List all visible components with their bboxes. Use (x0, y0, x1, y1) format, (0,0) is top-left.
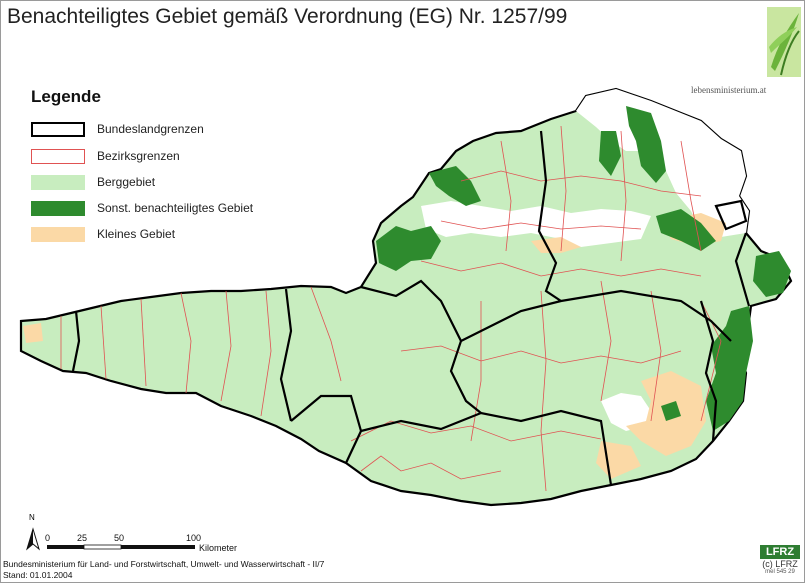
disadvantaged-area-burgenland (706, 306, 753, 431)
state-border-salzburg-upper (360, 279, 482, 414)
district-borders (60, 125, 722, 492)
legend-swatch-other-disadvantaged (31, 200, 85, 216)
lfrz-copyright: (c) LFRZ (762, 559, 798, 569)
legend-item-other-disadvantaged: Sonst. benachteiligtes Gebiet (31, 199, 253, 217)
state-border-east-tyrol (290, 394, 363, 464)
district-line-7 (310, 286, 342, 382)
north-label: N (29, 513, 35, 522)
state-border-styria-north (460, 289, 732, 342)
state-border-styria-east (699, 300, 718, 442)
legend-item-mountain-area: Berggebiet (31, 173, 155, 191)
leaf-logo-icon (767, 7, 801, 77)
unclassified-area-danube (421, 201, 651, 247)
north-arrow-icon (26, 527, 40, 551)
district-line-16 (500, 140, 512, 252)
scale-tick-50: 50 (114, 533, 125, 543)
footer-date: Stand: 01.01.2004 (3, 570, 73, 580)
district-line-17 (560, 125, 567, 252)
legend-item-state-borders: Bundeslandgrenzen (31, 120, 204, 138)
state-border-carinthia (360, 409, 613, 486)
district-line-12 (600, 280, 612, 402)
district-line-3 (140, 298, 147, 387)
legend-label-district-borders: Bezirksgrenzen (97, 149, 180, 163)
state-border-upper-lower (537, 130, 562, 302)
austria-outline (19, 87, 793, 507)
lfrz-note: mel 545 29 (765, 569, 795, 575)
disadvantaged-area-north-strip (599, 131, 621, 176)
legend-swatch-small-area (31, 226, 85, 242)
scale-tick-0: 0 (45, 533, 51, 543)
legend-item-small-area: Kleines Gebiet (31, 225, 175, 243)
disadvantaged-area-muhlviertel (429, 166, 481, 206)
other-disadvantaged-areas (376, 106, 791, 431)
district-line-13 (650, 290, 662, 422)
map-title: Benachteiligtes Gebiet gemäß Verordnung … (7, 5, 568, 28)
small-area-south (596, 441, 641, 479)
scale-tick-100: 100 (186, 533, 202, 543)
district-line-19 (680, 140, 702, 252)
district-line-10 (470, 301, 482, 442)
state-borders (71, 130, 751, 486)
district-line-4 (180, 292, 192, 394)
scale-bar (47, 544, 195, 550)
district-line-9 (400, 345, 682, 364)
legend-item-district-borders: Bezirksgrenzen (31, 147, 180, 165)
state-border-vienna (714, 199, 748, 231)
scale-unit: Kilometer (199, 543, 238, 553)
district-line-18 (620, 130, 627, 262)
district-line-22 (360, 455, 502, 480)
lfrz-logo: LFRZ (760, 545, 800, 559)
footer-source: Bundesministerium für Land- und Forstwir… (3, 559, 325, 569)
disadvantaged-area-burgenland-north (753, 251, 791, 297)
district-line-14 (460, 170, 702, 197)
unclassified-area-southeast (601, 393, 651, 431)
lfrz-logo-block: LFRZ (c) LFRZ mel 545 29 (760, 545, 800, 576)
district-line-11 (540, 290, 547, 492)
state-border-vorarlberg (71, 310, 81, 372)
legend-swatch-district-borders (31, 148, 85, 164)
small-area-west (23, 323, 43, 343)
district-line-15 (440, 220, 642, 230)
district-line-5 (220, 290, 232, 402)
disadvantaged-area-southeast-small (661, 401, 681, 421)
legend-label-other-disadvantaged: Sonst. benachteiligtes Gebiet (97, 201, 254, 215)
legend-swatch-mountain-area (31, 174, 85, 190)
scale-tick-25: 25 (77, 533, 88, 543)
state-border-tyrol-salzburg (279, 288, 293, 422)
disadvantaged-area-lower-austria (656, 209, 716, 251)
disadvantaged-area-innviertel (376, 226, 441, 271)
legend-title: Legende (31, 87, 101, 106)
district-line-6 (260, 290, 272, 417)
district-line-20 (420, 260, 702, 277)
legend-label-small-area: Kleines Gebiet (97, 227, 176, 241)
state-border-burgenland (734, 232, 751, 307)
legend-swatch-state-borders (31, 121, 85, 137)
legend-label-mountain-area: Berggebiet (97, 175, 156, 189)
district-line-8 (350, 420, 602, 442)
legend-label-state-borders: Bundeslandgrenzen (97, 122, 204, 136)
district-line-2 (100, 305, 107, 380)
disadvantaged-area-northeast (626, 106, 666, 183)
ministry-logo-text: lebensministerium.at (691, 85, 767, 95)
